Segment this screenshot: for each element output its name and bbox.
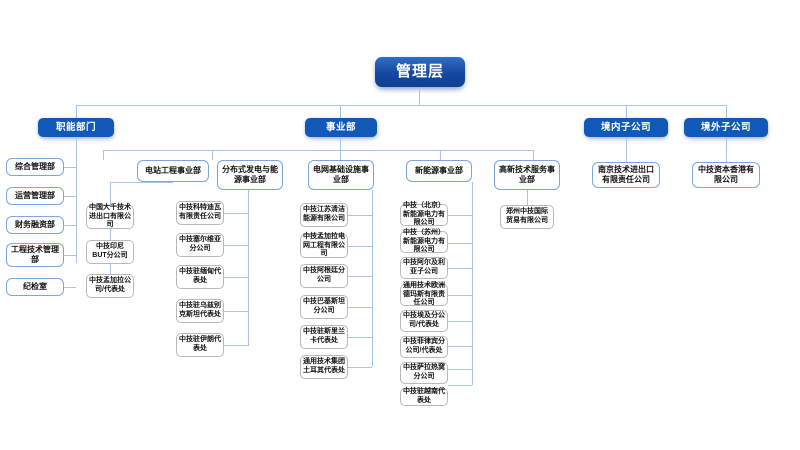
node-domestic-subsidiaries[interactable]: 境内子公司 xyxy=(584,118,668,137)
node-div2-child-0[interactable]: 中技江苏清洁能源有限公司 xyxy=(300,203,348,227)
connector-div3-rung xyxy=(448,346,472,347)
node-div2-child-1[interactable]: 中技孟加拉电网工程有限公司 xyxy=(300,233,348,258)
connector-functional-spine xyxy=(76,137,77,263)
node-div1-child-3[interactable]: 中技驻乌兹别克斯坦代表处 xyxy=(176,299,224,323)
connector-div1-rung xyxy=(224,311,248,312)
connector-div0-spine xyxy=(110,182,111,286)
connector-drop-domestic xyxy=(626,105,627,118)
connector-div2-rung xyxy=(348,276,372,277)
node-div2-child-3[interactable]: 中技巴基斯坦分公司 xyxy=(300,295,348,319)
connector-divisions-bus xyxy=(103,150,533,151)
connector-functional-rung xyxy=(58,225,76,226)
connector-div3-rung xyxy=(448,243,472,244)
node-div0-child-1[interactable]: 中技印尼BUT分公司 xyxy=(86,240,134,264)
node-division-2[interactable]: 电网基础设施事业部 xyxy=(308,160,374,190)
node-dept-0[interactable]: 综合管理部 xyxy=(6,158,64,176)
node-business-divisions[interactable]: 事业部 xyxy=(305,118,377,137)
node-div4-child-0[interactable]: 郑州中技国际贸易有限公司 xyxy=(500,205,554,229)
node-functional-departments[interactable]: 职能部门 xyxy=(38,118,114,137)
connector-div3-rung xyxy=(448,295,472,296)
node-div2-child-5[interactable]: 通用技术集团土耳其代表处 xyxy=(300,355,348,379)
connector-div4-stem xyxy=(527,190,528,205)
connector-div2-rung xyxy=(348,215,372,216)
connector-div1-rung xyxy=(224,245,248,246)
connector-div1-rung xyxy=(224,277,248,278)
node-domestic-child-0[interactable]: 南京技术进出口有限责任公司 xyxy=(592,162,660,188)
connector-drop-divisions xyxy=(340,105,341,118)
connector-div3-rung xyxy=(448,215,472,216)
connector-division-drop-3 xyxy=(440,150,441,160)
connector-division-drop-1 xyxy=(212,150,213,160)
node-root-management[interactable]: 管理层 xyxy=(375,57,465,87)
node-div3-child-4[interactable]: 中技埃及分公司/代表处 xyxy=(400,310,448,332)
node-div1-child-1[interactable]: 中技塞尔维亚分公司 xyxy=(176,233,224,257)
node-div1-child-2[interactable]: 中技驻缅甸代表处 xyxy=(176,265,224,289)
node-div3-child-3[interactable]: 通用技术欧洲德玛斯有限责任公司 xyxy=(400,282,448,306)
connector-div2-rung xyxy=(348,307,372,308)
connector-drop-overseas xyxy=(726,105,727,118)
connector-division-drop-0 xyxy=(103,150,104,160)
node-overseas-subsidiaries[interactable]: 境外子公司 xyxy=(684,118,768,137)
node-div1-child-0[interactable]: 中技科特迪瓦有限责任公司 xyxy=(176,201,224,225)
connector-overseas-stem xyxy=(726,137,727,162)
node-div3-child-7[interactable]: 中技驻越南代表处 xyxy=(400,388,448,406)
connector-functional-rung xyxy=(58,255,76,256)
connector-div3-rung xyxy=(448,385,472,386)
connector-div3-rung xyxy=(448,268,472,269)
connector-div3-rung xyxy=(448,321,472,322)
node-div3-child-0[interactable]: 中技（北京）新能源电力有限公司 xyxy=(400,202,448,226)
node-div0-child-2[interactable]: 中技孟加拉公司/代表处 xyxy=(86,274,134,298)
connector-functional-rung xyxy=(58,167,76,168)
connector-div2-rung xyxy=(348,246,372,247)
node-division-0[interactable]: 电站工程事业部 xyxy=(137,160,209,182)
connector-drop-functional xyxy=(76,105,77,118)
node-div1-child-4[interactable]: 中技驻伊朗代表处 xyxy=(176,333,224,357)
node-div2-child-4[interactable]: 中技驻斯里兰卡代表处 xyxy=(300,325,348,349)
connector-domestic-stem xyxy=(626,137,627,162)
node-div3-child-2[interactable]: 中技阿尔及利亚子公司 xyxy=(400,257,448,279)
connector-div1-rung xyxy=(224,345,248,346)
connector-div2-rung xyxy=(348,367,372,368)
connector-div0-top xyxy=(110,182,173,183)
node-div3-child-1[interactable]: 中技（苏州）新能源电力有限公司 xyxy=(400,229,448,253)
node-div2-child-2[interactable]: 中技阿根廷分公司 xyxy=(300,264,348,288)
node-overseas-child-0[interactable]: 中技资本香港有限公司 xyxy=(692,162,760,188)
connector-div1-rung xyxy=(224,213,248,214)
connector-division-drop-2 xyxy=(340,150,341,160)
node-division-1[interactable]: 分布式发电与能源事业部 xyxy=(217,160,283,190)
connector-div1-spine xyxy=(248,190,249,346)
connector-functional-rung xyxy=(58,196,76,197)
node-dept-4[interactable]: 纪检室 xyxy=(6,278,64,296)
connector-div2-spine xyxy=(372,190,373,367)
connector-root-bus xyxy=(76,105,726,106)
connector-root-stem xyxy=(419,87,420,105)
connector-division-drop-4 xyxy=(533,150,534,160)
node-div0-child-0[interactable]: 中国大千技术进出口有限公司 xyxy=(86,204,134,229)
node-dept-3[interactable]: 工程技术管理部 xyxy=(6,243,64,267)
connector-divisions-stem xyxy=(340,137,341,150)
node-division-4[interactable]: 高新技术服务事业部 xyxy=(494,160,560,190)
node-div3-child-6[interactable]: 中技萨拉热窝分公司 xyxy=(400,362,448,384)
node-dept-2[interactable]: 财务融资部 xyxy=(6,216,64,234)
connector-div3-rung xyxy=(448,369,472,370)
node-division-3[interactable]: 新能源事业部 xyxy=(406,160,472,182)
connector-div3-spine xyxy=(472,182,473,385)
connector-functional-rung xyxy=(58,287,76,288)
connector-div2-rung xyxy=(348,337,372,338)
node-dept-1[interactable]: 运营管理部 xyxy=(6,187,64,205)
node-div3-child-5[interactable]: 中技菲律宾分公司/代表处 xyxy=(400,336,448,358)
